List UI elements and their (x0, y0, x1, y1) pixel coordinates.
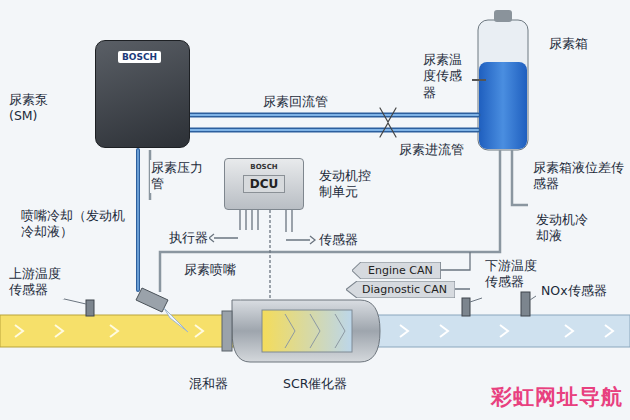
component-label: 混和器 (188, 376, 229, 392)
can-arrow: Engine CAN (352, 262, 441, 279)
component-label: SCR催化器 (282, 376, 348, 392)
can-arrow: Diagnostic CAN (346, 281, 455, 298)
urea-tank (472, 10, 528, 150)
pipe-label: 尿素回流管 (262, 94, 329, 110)
leader-lines (60, 296, 536, 304)
sensor-label: 上游温度传感器 (8, 266, 64, 299)
dcu-wiring (209, 210, 470, 305)
urea-pump: BOSCH (95, 40, 190, 148)
signal-label: 传感器 (318, 232, 359, 248)
sensor-label: 下游温度传感器 (484, 258, 540, 291)
watermark: 彩虹网址导航 (490, 384, 624, 411)
component-label: 发动机控制单元 (318, 168, 380, 201)
component-label: 尿素喷嘴 (183, 262, 237, 278)
node-text: Diagnostic CAN (362, 283, 447, 296)
exhaust-pipe (0, 300, 630, 362)
component-label: 尿素泵 (SM) (8, 92, 64, 125)
node-text: Engine CAN (368, 264, 433, 277)
sensor-label: 尿素温度传感器 (422, 52, 470, 101)
signal-label: 执行器 (168, 230, 209, 246)
pipe-label: 喷嘴冷却（发动机冷却液） (20, 208, 130, 241)
urea-injector (136, 288, 188, 332)
node-text: BOSCH (118, 51, 161, 63)
pipe-label: 尿素压力管 (150, 160, 204, 193)
control-unit: BOSCH DCU (224, 158, 304, 210)
component-label: 尿素箱 (548, 36, 589, 52)
coolant-lines (150, 150, 528, 292)
sensor-label: 尿素箱液位差传感器 (532, 160, 626, 193)
node-text: DCU (243, 175, 286, 193)
sensor-label: NOx传感器 (540, 283, 608, 299)
temperature-sensors (86, 292, 530, 316)
node-text: BOSCH (225, 163, 303, 171)
pipe-label: 发动机冷却液 (535, 212, 597, 245)
pipe-label: 尿素进流管 (398, 142, 465, 158)
